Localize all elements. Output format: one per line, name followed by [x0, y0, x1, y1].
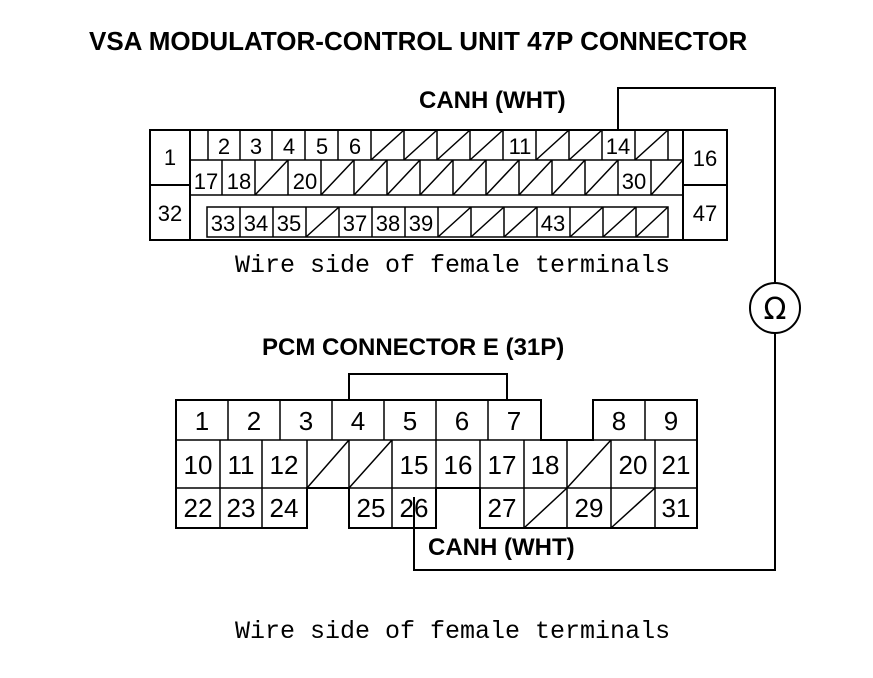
pcm-terminal-26: 26 [400, 493, 429, 523]
ohmmeter-icon: Ω [749, 282, 801, 334]
vsa-terminal-1: 1 [164, 145, 176, 170]
pcm-terminal-25: 25 [357, 493, 386, 523]
vsa-terminal-18: 18 [227, 169, 251, 194]
pcm-terminal-5: 5 [403, 406, 417, 436]
vsa-terminal-14: 14 [606, 134, 630, 159]
vsa-canh-wire-label: CANH (WHT) [419, 87, 566, 114]
pcm-terminal-15: 15 [400, 450, 429, 480]
pcm-terminal-22: 22 [184, 493, 213, 523]
vsa-terminal-17: 17 [194, 169, 218, 194]
vsa-terminal-37: 37 [343, 211, 367, 236]
pcm-terminal-16: 16 [444, 450, 473, 480]
pcm-terminal-18: 18 [531, 450, 560, 480]
vsa-terminal-35: 35 [277, 211, 301, 236]
vsa-terminal-32: 32 [158, 201, 182, 226]
pcm-terminal-2: 2 [247, 406, 261, 436]
pcm-connector-title: PCM CONNECTOR E (31P) [262, 334, 564, 361]
vsa-terminal-34: 34 [244, 211, 268, 236]
pcm-terminal-23: 23 [227, 493, 256, 523]
pcm-terminal-17: 17 [488, 450, 517, 480]
vsa-terminal-6: 6 [349, 134, 361, 159]
vsa-terminal-20: 20 [293, 169, 317, 194]
meter-lead-upper [617, 87, 776, 283]
pcm-terminal-3: 3 [299, 406, 313, 436]
pcm-31p-connector: 1 2 3 4 5 6 7 8 9 10 11 12 15 16 17 18 2… [175, 373, 698, 529]
vsa-terminal-2: 2 [218, 134, 230, 159]
pcm-terminal-9: 9 [664, 406, 678, 436]
vsa-47p-connector: 1 2 3 4 5 6 11 14 16 17 18 20 30 32 33 3… [149, 129, 728, 241]
vsa-terminal-47: 47 [693, 201, 717, 226]
pcm-terminal-29: 29 [575, 493, 604, 523]
pcm-terminal-31: 31 [662, 493, 691, 523]
pcm-terminal-20: 20 [619, 450, 648, 480]
vsa-terminal-30: 30 [622, 169, 646, 194]
ohm-symbol: Ω [764, 292, 787, 327]
pcm-terminal-1: 1 [195, 406, 209, 436]
pcm-terminal-8: 8 [612, 406, 626, 436]
pcm-terminal-6: 6 [455, 406, 469, 436]
vsa-terminal-16: 16 [693, 146, 717, 171]
meter-lead-lower [413, 333, 776, 571]
pcm-terminal-27: 27 [488, 493, 517, 523]
pcm-canh-wire-label: CANH (WHT) [428, 534, 575, 561]
pcm-terminal-11: 11 [228, 450, 255, 480]
vsa-terminal-11: 11 [509, 134, 532, 159]
pcm-terminal-12: 12 [270, 450, 299, 480]
pcm-terminal-7: 7 [507, 406, 521, 436]
vsa-terminal-39: 39 [409, 211, 433, 236]
pcm-terminal-24: 24 [270, 493, 299, 523]
pcm-terminal-4: 4 [351, 406, 365, 436]
vsa-terminal-33: 33 [211, 211, 235, 236]
pcm-terminal-21: 21 [662, 450, 691, 480]
vsa-terminal-3: 3 [250, 134, 262, 159]
vsa-wire-side-caption: Wire side of female terminals [235, 251, 670, 280]
vsa-terminal-4: 4 [283, 134, 295, 159]
vsa-terminal-38: 38 [376, 211, 400, 236]
pcm-terminal-10: 10 [184, 450, 213, 480]
vsa-terminal-5: 5 [316, 134, 328, 159]
pcm-wire-side-caption: Wire side of female terminals [235, 617, 670, 646]
vsa-connector-title: VSA MODULATOR-CONTROL UNIT 47P CONNECTOR [89, 26, 747, 56]
vsa-terminal-43: 43 [541, 211, 565, 236]
pcm-locking-tab [348, 373, 508, 400]
